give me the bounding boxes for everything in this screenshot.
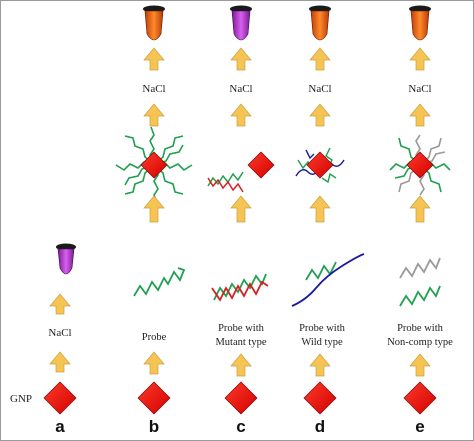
column-c: NaCl Probe with Mutant type c xyxy=(207,5,275,436)
gnp-particle xyxy=(406,151,434,179)
arrow-up-icon xyxy=(309,47,331,71)
gnp-row-label: GNP xyxy=(10,393,32,405)
column-letter-e: e xyxy=(415,417,424,436)
nacl-label-b: NaCl xyxy=(142,83,165,95)
arrow-up-icon xyxy=(143,47,165,71)
column-letter-b: b xyxy=(149,417,159,436)
arrow-up-icon xyxy=(309,195,331,223)
arrow-up-icon xyxy=(143,103,165,127)
arrow-up-icon xyxy=(409,103,431,127)
column-d: NaCl Probe with Wild type d xyxy=(291,5,365,436)
arrow-up-icon xyxy=(49,351,71,373)
wildtype-strands xyxy=(291,253,365,307)
nacl-label-d: NaCl xyxy=(308,83,331,95)
nacl-label-e: NaCl xyxy=(408,83,431,95)
caption-e-line2: Non-comp type xyxy=(387,337,453,348)
mutant-hybrid-strands xyxy=(211,273,269,302)
gnp-particle xyxy=(306,151,334,179)
mutant-duplex xyxy=(207,171,244,193)
column-letter-a: a xyxy=(55,417,65,436)
nacl-label-a: NaCl xyxy=(48,327,71,339)
arrow-up-icon xyxy=(143,351,165,375)
column-b: NaCl Probe b xyxy=(115,5,193,436)
column-letter-d: d xyxy=(315,417,325,436)
tube-b xyxy=(143,5,165,41)
column-letter-c: c xyxy=(236,417,245,436)
arrow-up-icon xyxy=(230,47,252,71)
gnp-particle xyxy=(303,381,337,415)
arrow-up-icon xyxy=(143,195,165,223)
probe-strand xyxy=(133,267,186,297)
arrow-up-icon xyxy=(409,47,431,71)
caption-d-line2: Wild type xyxy=(301,337,343,348)
tube-d xyxy=(309,5,331,41)
arrow-up-icon xyxy=(309,353,331,377)
arrow-up-icon xyxy=(309,103,331,127)
arrow-up-icon xyxy=(230,195,252,223)
arrow-up-icon xyxy=(49,293,71,315)
gnp-particle xyxy=(137,381,171,415)
caption-d-line1: Probe with xyxy=(299,323,346,334)
column-a: NaCl a xyxy=(43,243,77,436)
caption-c-line2: Mutant type xyxy=(215,337,266,348)
caption-b-line1: Probe xyxy=(142,332,167,343)
caption-e-line1: Probe with xyxy=(397,323,444,334)
gnp-particle xyxy=(403,381,437,415)
arrow-up-icon xyxy=(409,353,431,377)
nacl-label-c: NaCl xyxy=(229,83,252,95)
column-e: NaCl Probe with Non-comp type e xyxy=(387,5,453,436)
gnp-particle xyxy=(247,151,275,179)
arrow-up-icon xyxy=(230,353,252,377)
tube-c xyxy=(230,5,252,41)
arrow-up-icon xyxy=(409,195,431,223)
arrow-up-icon xyxy=(230,103,252,127)
gnp-particle xyxy=(224,381,258,415)
caption-c-line1: Probe with xyxy=(218,323,265,334)
tube-a xyxy=(56,243,76,275)
gnp-particle xyxy=(140,151,168,179)
noncomp-strands xyxy=(399,257,441,307)
tube-e xyxy=(409,5,431,41)
gnp-particle xyxy=(43,381,77,415)
